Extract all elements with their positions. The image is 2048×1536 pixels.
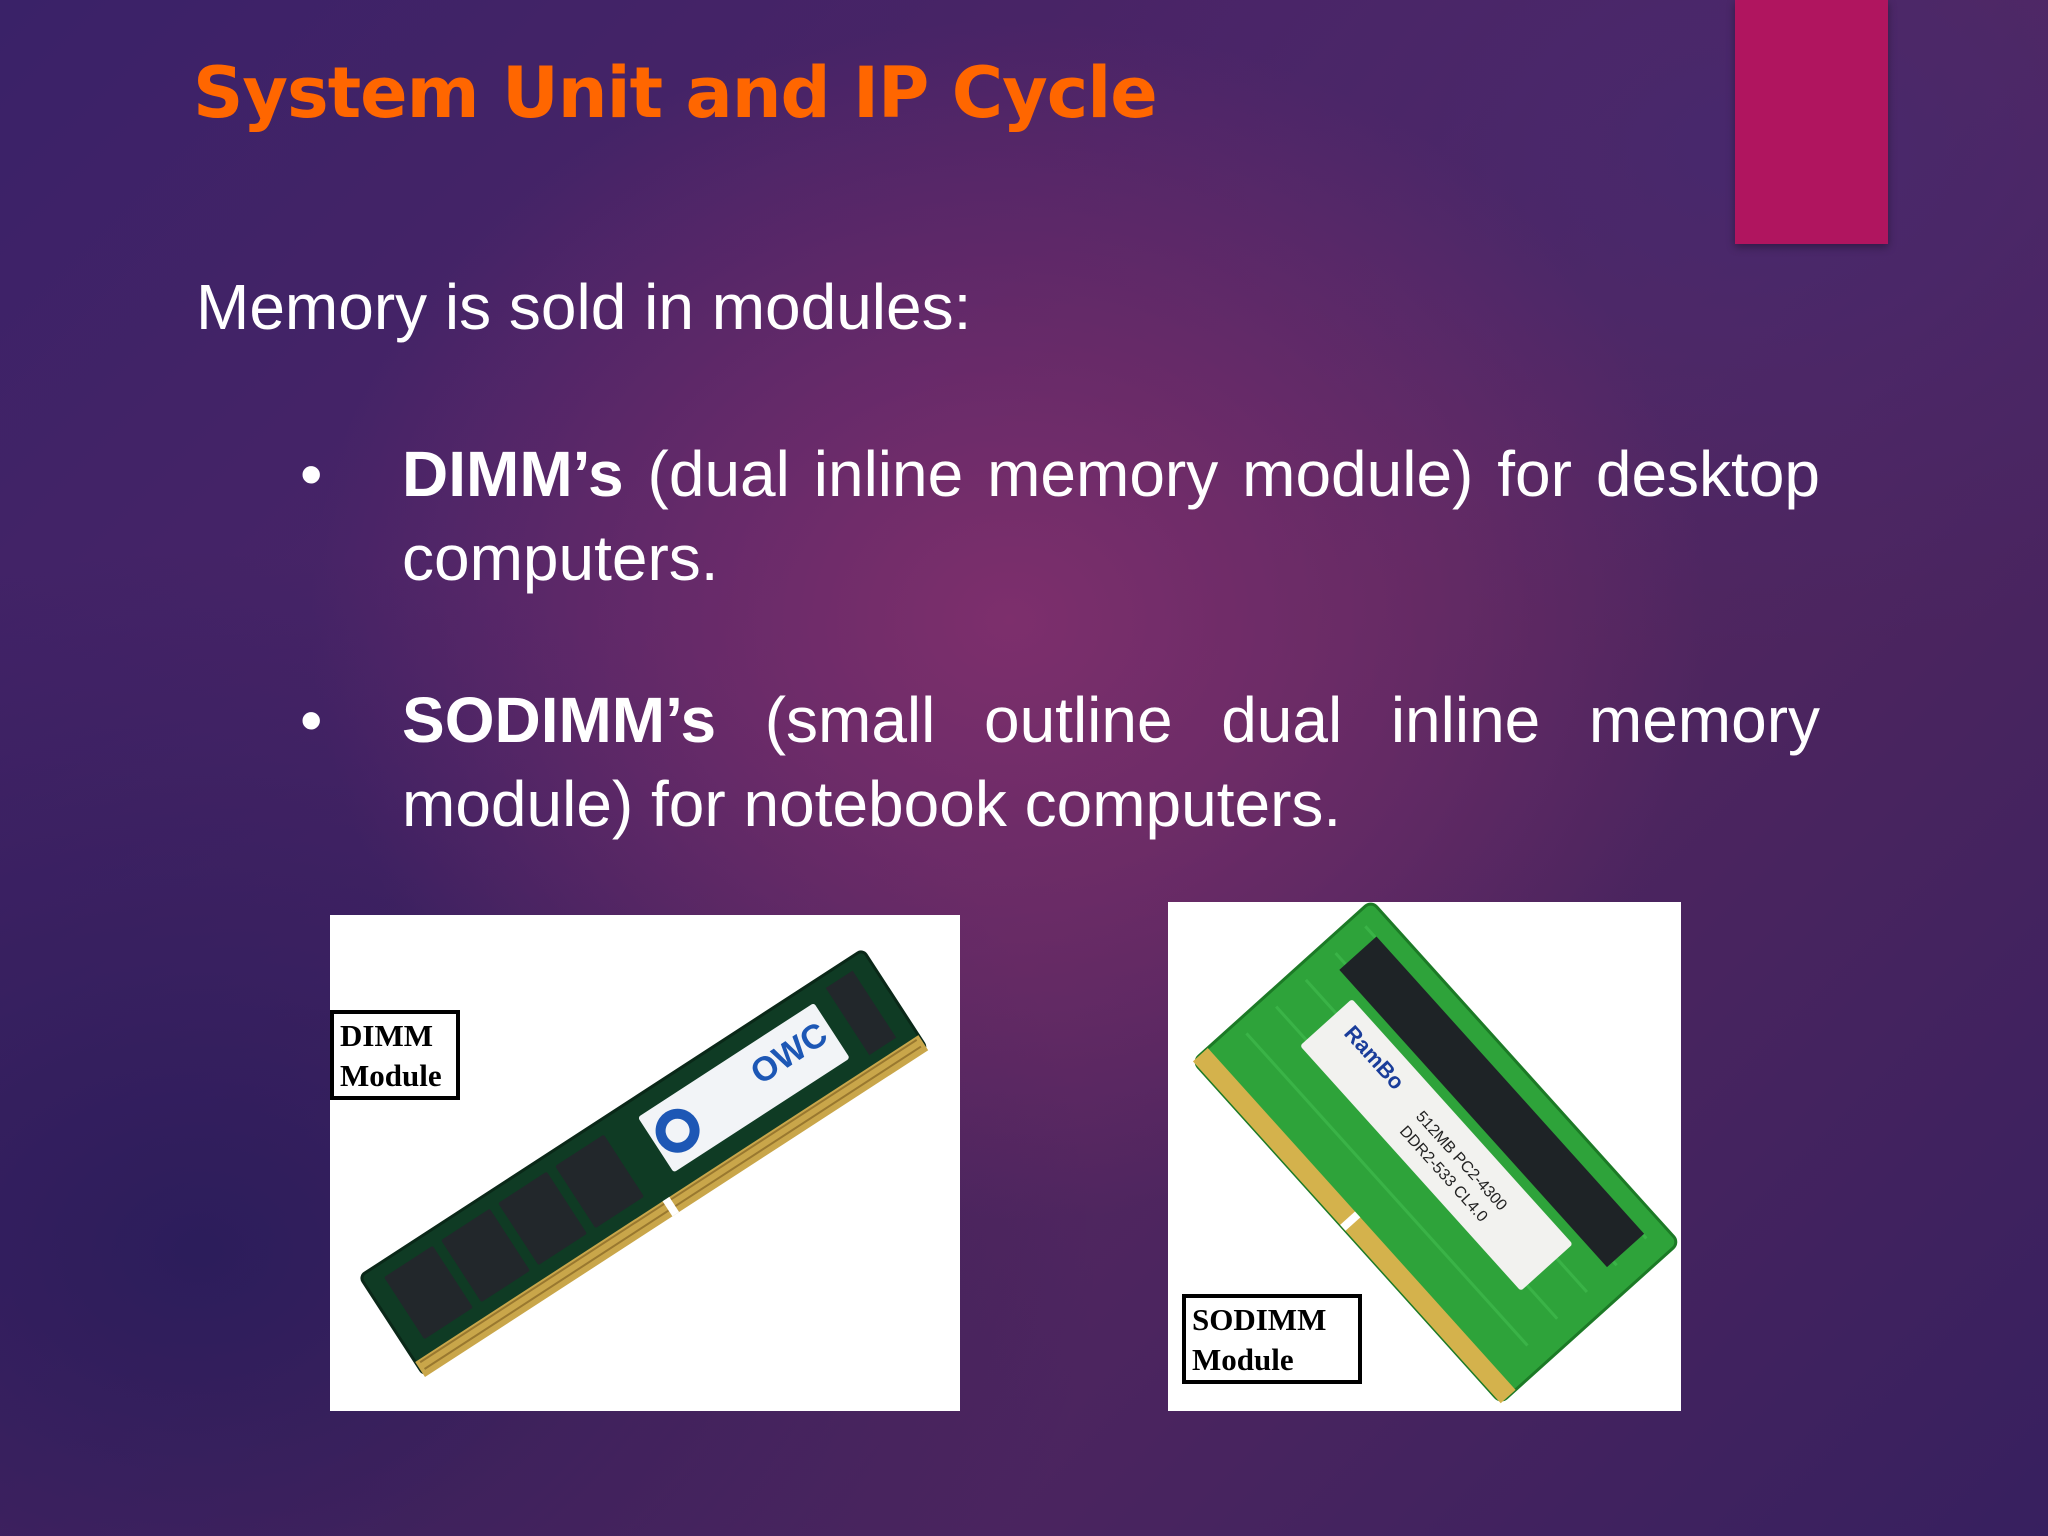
caption-line: SODIMM	[1192, 1302, 1327, 1337]
bullet-description: (dual inline memory module) for desktop …	[402, 438, 1820, 594]
caption-line: Module	[340, 1058, 442, 1093]
sodimm-module-illustration: RamBo 512MB PC2-4300 DDR2-533 CL4.0	[1192, 902, 1678, 1404]
bullet-marker: •	[300, 684, 323, 756]
dimm-module-image: OWC DIMM Module	[330, 915, 960, 1411]
bullet-marker: •	[300, 438, 323, 510]
bullet-item-dimm: • DIMM’s (dual inline memory module) for…	[300, 432, 1820, 600]
caption-line: Module	[1192, 1342, 1294, 1377]
dimm-caption: DIMM Module	[330, 1010, 460, 1100]
bullet-description: (small outline dual inline memory module…	[402, 684, 1820, 840]
intro-text: Memory is sold in modules:	[196, 271, 972, 343]
bullet-text: SODIMM’s (small outline dual inline memo…	[402, 678, 1820, 846]
accent-bar	[1735, 0, 1888, 244]
bullet-term: DIMM’s	[402, 438, 624, 510]
sodimm-caption: SODIMM Module	[1182, 1294, 1362, 1384]
dimm-module-illustration: OWC	[360, 950, 929, 1378]
sodimm-module-image: RamBo 512MB PC2-4300 DDR2-533 CL4.0 SODI…	[1168, 902, 1681, 1411]
bullet-text: DIMM’s (dual inline memory module) for d…	[402, 432, 1820, 600]
bullet-term: SODIMM’s	[402, 684, 717, 756]
caption-line: DIMM	[340, 1018, 433, 1053]
bullet-item-sodimm: • SODIMM’s (small outline dual inline me…	[300, 678, 1820, 846]
slide-title: System Unit and IP Cycle	[193, 52, 1158, 134]
